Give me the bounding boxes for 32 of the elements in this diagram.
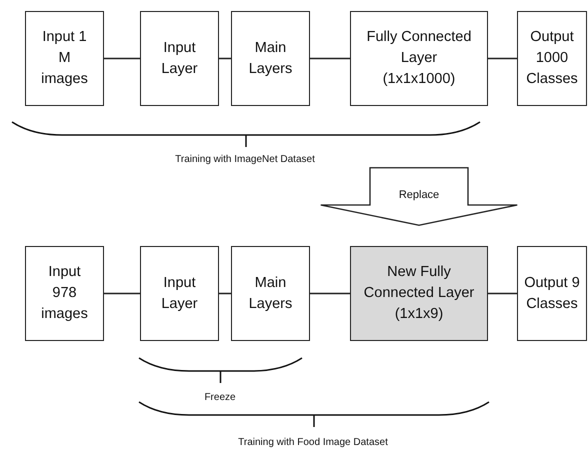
layer-box bbox=[140, 11, 219, 106]
layer-box bbox=[231, 246, 310, 341]
box-label: Main Layers bbox=[248, 274, 294, 314]
layer-box bbox=[350, 246, 488, 341]
box-label: Output 1000 Classes bbox=[525, 28, 579, 89]
arrow-label: Replace bbox=[398, 189, 440, 201]
layer-box bbox=[517, 11, 587, 106]
bracket-label: Training with ImageNet Dataset bbox=[175, 154, 315, 165]
box-label: Output 9 Classes bbox=[523, 274, 581, 314]
layer-box bbox=[25, 11, 104, 106]
connector-line bbox=[488, 292, 517, 294]
layer-box bbox=[350, 11, 488, 106]
layer-box bbox=[25, 246, 104, 341]
connector-line bbox=[104, 292, 140, 294]
bracket-label: Freeze bbox=[204, 392, 236, 403]
connector-line bbox=[310, 58, 350, 60]
layer-box bbox=[140, 246, 219, 341]
box-label: Input Layer bbox=[160, 38, 199, 78]
box-label: New Fully Connected Layer (1x1x9) bbox=[362, 263, 476, 324]
connector-line bbox=[104, 58, 140, 60]
connector-line bbox=[310, 292, 350, 294]
layer-box bbox=[231, 11, 310, 106]
box-label: Fully Connected Layer (1x1x1000) bbox=[366, 28, 472, 89]
box-label: Main Layers bbox=[248, 38, 294, 78]
box-label: Input Layer bbox=[160, 274, 199, 314]
connector-line bbox=[219, 292, 231, 294]
connector-line bbox=[219, 58, 231, 60]
bracket-label: Training with Food Image Dataset bbox=[238, 437, 388, 448]
box-label: Input 978 images bbox=[40, 263, 89, 324]
connector-line bbox=[488, 58, 517, 60]
box-label: Input 1 M images bbox=[40, 28, 89, 89]
layer-box bbox=[517, 246, 587, 341]
